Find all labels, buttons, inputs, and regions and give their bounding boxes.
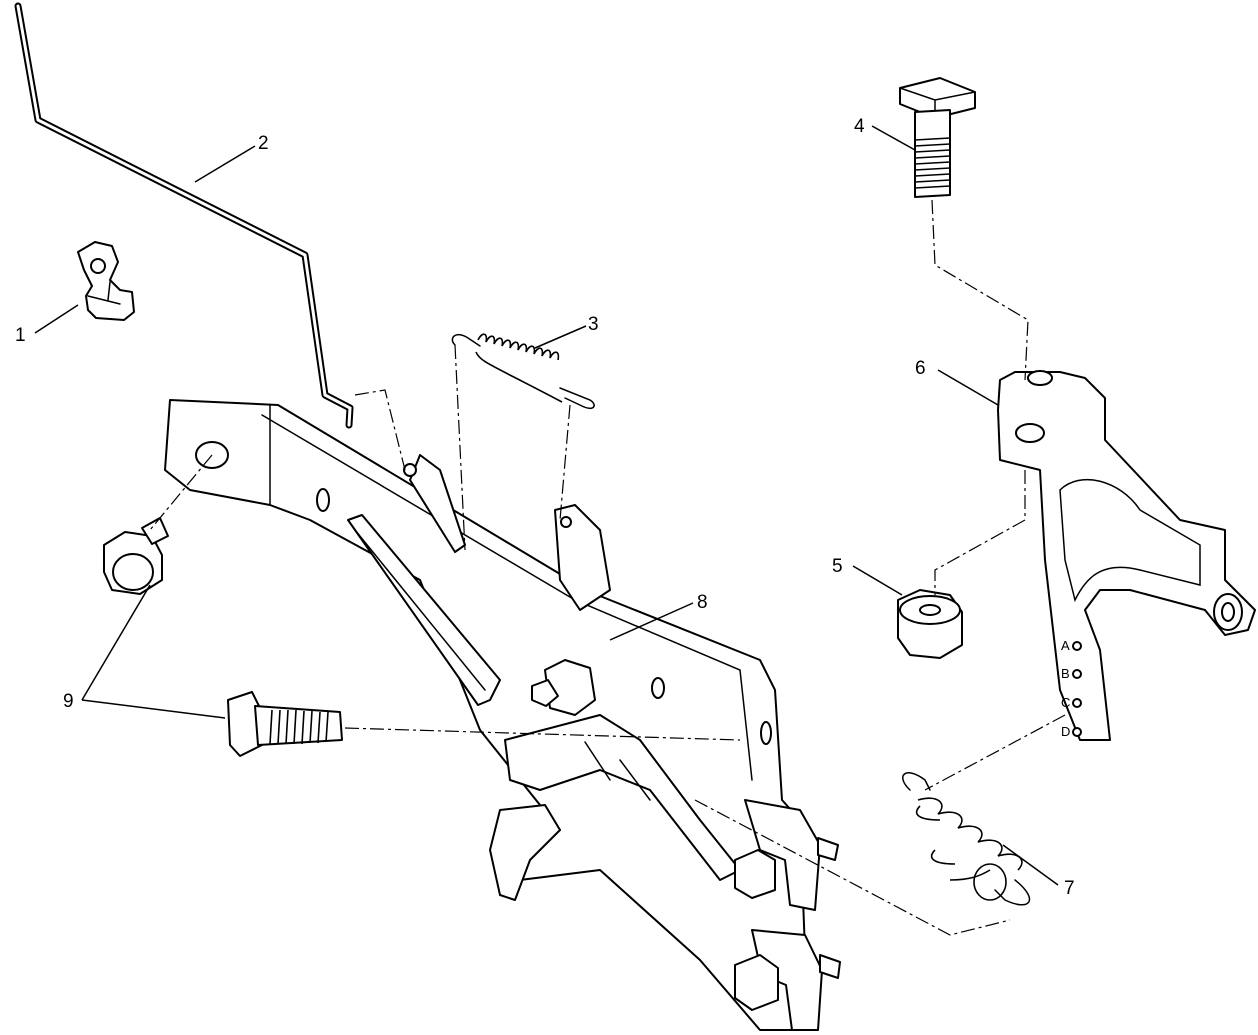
- cable-clamp-lower: [734, 929, 841, 1031]
- bracket-nut: [531, 659, 596, 716]
- t-bolt: [899, 77, 976, 198]
- callout-6: 6: [915, 358, 926, 379]
- control-bracket: [164, 399, 809, 1031]
- governor-lever: [997, 370, 1256, 741]
- hex-bolt-lower: [227, 691, 343, 757]
- cable-clamp-upper: [734, 799, 839, 911]
- callout-1: 1: [15, 325, 26, 346]
- callout-7: 7: [1064, 878, 1075, 899]
- alignment-lines: [149, 199, 1066, 936]
- hole-letter-c: C: [1061, 695, 1070, 710]
- callout-2: 2: [258, 133, 269, 154]
- callout-8: 8: [697, 592, 708, 613]
- callout-3: 3: [588, 314, 599, 335]
- hole-letter-b: B: [1061, 666, 1070, 681]
- hole-letter-a: A: [1061, 638, 1070, 653]
- callout-9: 9: [63, 691, 74, 712]
- governor-spring: [902, 772, 1031, 906]
- governor-rod: [14, 2, 354, 429]
- callout-5: 5: [832, 556, 843, 577]
- hole-letters: A B C D: [1061, 638, 1070, 739]
- throttle-spring: [451, 333, 595, 410]
- callout-4: 4: [854, 116, 865, 137]
- hole-letter-d: D: [1061, 724, 1070, 739]
- rod-clip: [77, 241, 135, 321]
- hex-bolt-upper: [103, 517, 169, 595]
- callout-numbers: 1 2 3 4 5 6 7 8 9: [15, 116, 1075, 899]
- leader-lines: [34, 125, 1059, 886]
- flange-nut: [897, 589, 963, 659]
